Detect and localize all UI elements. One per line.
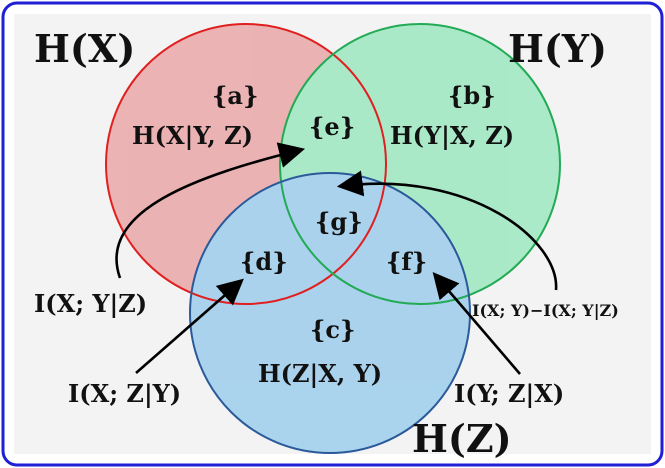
circle-z [190,173,470,453]
label-hz: H(Z) [412,416,512,461]
label-mi-xy-minus-xy-given-z: I(X; Y)−I(X; Y|Z) [472,301,619,320]
region-c-set: {c} [310,315,355,344]
region-d-set: {d} [240,247,288,276]
label-hy: H(Y) [508,26,607,71]
region-g-set: {g} [315,207,363,236]
region-f-set: {f} [386,247,427,276]
arrow-to-f [432,272,521,375]
arrow-to-e [115,142,306,279]
label-mi-xz-given-y: I(X; Z|Y) [68,379,181,408]
region-b-set: {b} [448,81,496,110]
circle-z-outline [189,172,471,454]
circle-x-outline [105,23,387,305]
region-b-expr: H(Y|X, Z) [390,121,514,150]
arrow-to-d [135,278,244,374]
label-mi-yz-given-x: I(Y; Z|X) [454,379,564,408]
region-a-expr: H(X|Y, Z) [132,121,253,150]
region-c-expr: H(Z|X, Y) [258,359,382,388]
arrow-to-g [336,170,558,291]
region-e-set: {e} [309,112,355,141]
region-a-set: {a} [212,81,258,110]
label-mi-xy-given-z: I(X; Y|Z) [34,289,147,318]
label-hx: H(X) [34,26,135,71]
